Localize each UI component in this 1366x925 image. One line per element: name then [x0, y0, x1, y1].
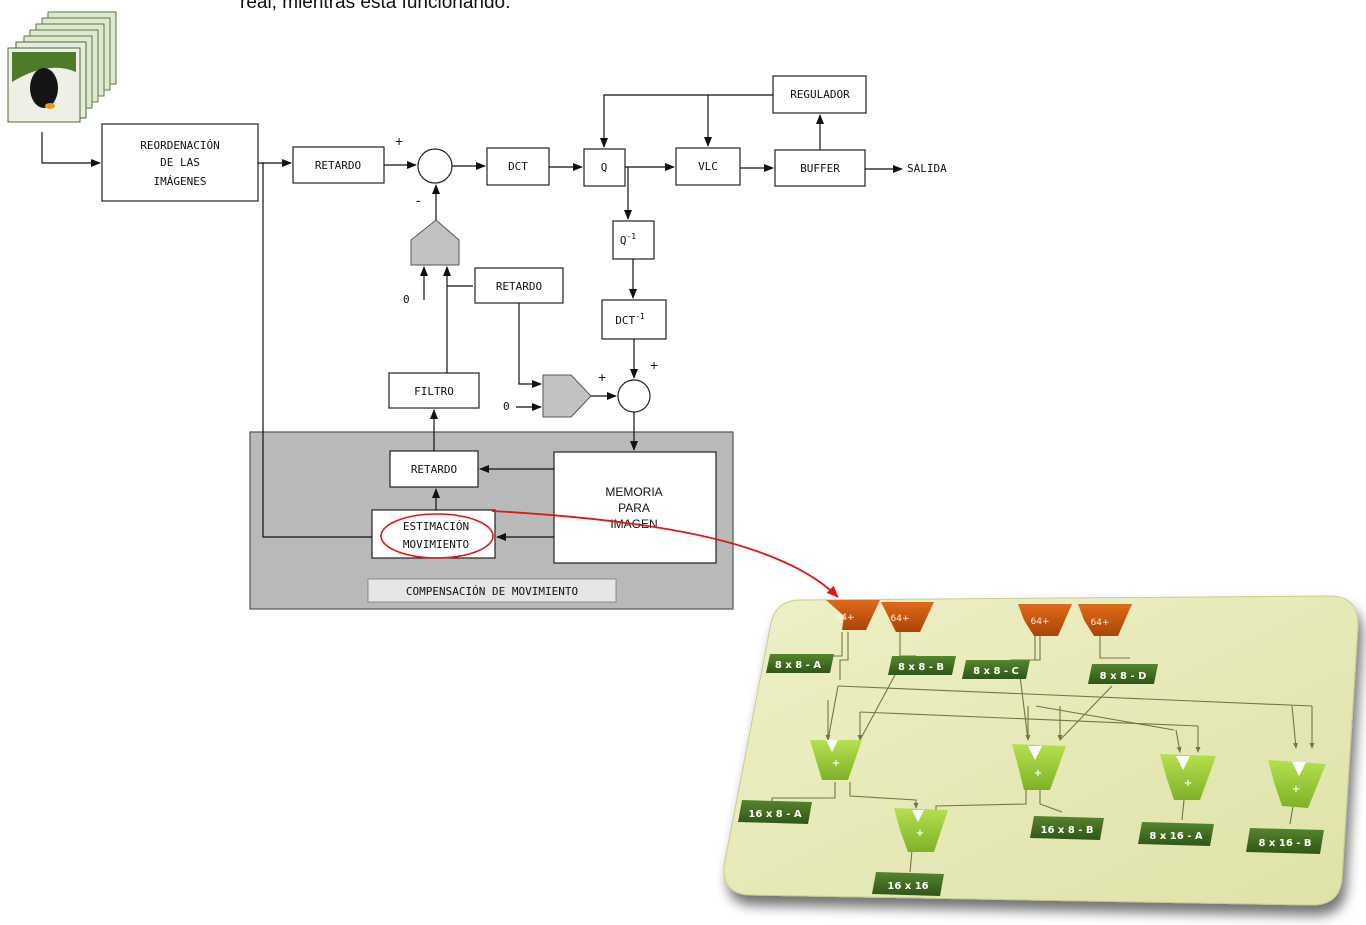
orange-adder-2-label: 64+ [891, 614, 910, 624]
image-memory-label-2: PARA [618, 501, 650, 515]
green-adder-16x8a: + [810, 740, 862, 780]
orange-adder-4-label: 64+ [1091, 618, 1110, 628]
motion-compensation-caption-box [367, 578, 617, 603]
block-8x8-c-label: 8 x 8 - C [973, 666, 1019, 677]
delay-motion-label: RETARDO [411, 463, 457, 476]
motion-estimation-label-2: MOVIMIENTO [403, 538, 469, 551]
quantizer-label: Q [601, 161, 608, 174]
delay-top-label: RETARDO [315, 159, 361, 172]
orange-adder-1-label: 64+ [836, 613, 855, 623]
output-8x16-a: 8 x 16 - A [1138, 822, 1214, 846]
reorder-label-3: IMÁGENES [154, 175, 207, 188]
output-8x16-b: 8 x 16 - B [1246, 828, 1324, 854]
inverse-dct-exponent: -1 [635, 312, 645, 321]
inverse-dct-label: DCT-1 [615, 312, 645, 327]
output-label: SALIDA [907, 162, 947, 175]
motion-compensation-caption: COMPENSACIÓN DE MOVIMIENTO [406, 585, 578, 598]
detail-callout-arrow [491, 510, 839, 598]
adder-node [617, 379, 651, 413]
block-8x8-a-label: 8 x 8 - A [775, 660, 821, 671]
green-adder-16x8b: + [1012, 744, 1066, 790]
output-8x16-b-label: 8 x 16 - B [1258, 838, 1311, 849]
switch-upper [410, 219, 460, 266]
sign-plus-bottom-left: + [598, 369, 606, 385]
reorder-block [101, 123, 259, 202]
dct-block [486, 147, 550, 186]
detail-8x8-blocks: 8 x 8 - A 8 x 8 - B 8 x 8 - C 8 x 8 - D [766, 654, 1158, 684]
output-16x8-b: 16 x 8 - B [1030, 816, 1104, 840]
block-8x8-b-label: 8 x 8 - B [898, 662, 944, 673]
reorder-label-2: DE LAS [160, 156, 200, 169]
detail-adders-green: + + + + + [810, 740, 1326, 852]
quantizer-block [583, 148, 626, 187]
detail-adders-top: 64+ 64+ 64+ 64+ [826, 600, 1132, 636]
output-16x16-label: 16 x 16 [887, 881, 928, 892]
green-adder-8x16a-mark: + [1184, 778, 1192, 789]
motion-estimation-highlight [380, 513, 494, 559]
orange-adder-2: 64+ [881, 602, 934, 632]
top-text: real, mientras está funcionando. [240, 0, 510, 13]
video-frames-icon [7, 11, 117, 123]
block-8x8-c: 8 x 8 - C [962, 660, 1030, 679]
inverse-quantizer-base: Q [620, 234, 627, 247]
block-8x8-a: 8 x 8 - A [766, 654, 834, 673]
subtractor-node [417, 148, 453, 184]
buffer-label: BUFFER [800, 162, 840, 175]
green-adder-16x16-mark: + [916, 828, 924, 839]
green-adder-16x8b-mark: + [1034, 768, 1042, 779]
orange-adder-1: 64+ [826, 600, 880, 630]
block-8x8-b: 8 x 8 - B [888, 656, 956, 675]
inverse-dct-block [601, 299, 667, 340]
filter-block [388, 372, 480, 409]
orange-adder-4: 64+ [1078, 604, 1132, 636]
inverse-quantizer-block [612, 220, 655, 260]
dct-label: DCT [508, 160, 528, 173]
regulator-label: REGULADOR [790, 88, 850, 101]
switch-lower [542, 374, 592, 418]
delay-block-top [292, 146, 385, 184]
regulator-block [772, 75, 867, 114]
detail-output-blocks: 16 x 8 - A 16 x 16 16 x 8 - B 8 x 16 - A… [738, 800, 1324, 896]
signal-wires [41, 94, 903, 541]
inverse-dct-base: DCT [615, 314, 635, 327]
sign-plus-top: + [395, 133, 403, 149]
output-8x16-a-label: 8 x 16 - A [1149, 831, 1202, 842]
sign-zero-bottom: 0 [503, 400, 510, 413]
inverse-quantizer-exponent: -1 [626, 232, 636, 241]
reorder-label-1: REORDENACIÓN [140, 139, 219, 152]
output-16x8-b-label: 16 x 8 - B [1040, 825, 1093, 836]
image-memory-block [553, 451, 717, 564]
output-16x16: 16 x 16 [872, 872, 944, 896]
block-8x8-d: 8 x 8 - D [1088, 664, 1158, 684]
sign-plus-right: + [650, 357, 658, 373]
green-adder-16x16: + [894, 808, 948, 852]
image-memory-label-1: MEMORIA [605, 485, 662, 499]
vlc-block [675, 147, 741, 186]
vlc-label: VLC [698, 160, 718, 173]
delay-middle-label: RETARDO [496, 280, 542, 293]
orange-adder-3-label: 64+ [1031, 617, 1050, 627]
output-16x8-a: 16 x 8 - A [738, 800, 812, 824]
sign-minus-left: - [416, 192, 421, 208]
sign-zero-top: 0 [403, 293, 410, 306]
block-8x8-d-label: 8 x 8 - D [1100, 671, 1147, 682]
green-adder-16x8a-mark: + [832, 758, 840, 769]
inverse-quantizer-label: Q-1 [620, 232, 636, 247]
output-16x8-a-label: 16 x 8 - A [748, 809, 801, 820]
green-adder-8x16b: + [1268, 760, 1326, 808]
green-adder-8x16a: + [1160, 754, 1216, 800]
green-adder-8x16b-mark: + [1292, 784, 1300, 795]
filter-label: FILTRO [414, 385, 454, 398]
orange-adder-3: 64+ [1018, 604, 1072, 636]
motion-estimation-label-1: ESTIMACIÓN [403, 520, 469, 533]
